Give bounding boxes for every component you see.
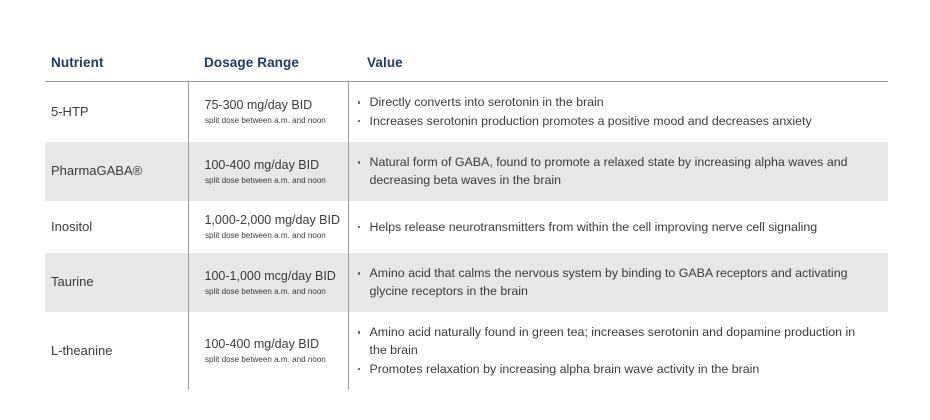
cell-nutrient: PharmaGABA®: [45, 142, 188, 202]
value-bullet-item: Amino acid naturally found in green tea;…: [357, 324, 875, 359]
value-bullet-item: Natural form of GABA, found to promote a…: [357, 154, 875, 189]
cell-dosage-range: 100-1,000 mcg/day BID split dose between …: [187, 253, 348, 313]
column-header-nutrient: Nutrient: [45, 55, 188, 82]
cell-nutrient: L-theanine: [45, 312, 188, 391]
cell-value: Amino acid that calms the nervous system…: [347, 253, 888, 313]
column-header-dosage-range: Dosage Range: [188, 55, 348, 82]
cell-dosage-range: 100-400 mg/day BID split dose between a.m…: [187, 142, 348, 202]
nutrient-name: PharmaGABA®: [51, 163, 143, 179]
dosage-note: split dose between a.m. and noon: [204, 174, 326, 185]
bullet-icon: [357, 367, 360, 371]
value-text: Natural form of GABA, found to promote a…: [369, 155, 848, 187]
table-row: Taurine 100-1,000 mcg/day BID split dose b…: [45, 253, 888, 313]
table-row: PharmaGABA® 100-400 mg/day BID split dose …: [45, 142, 888, 202]
bullet-icon: [357, 161, 360, 164]
cell-value: Natural form of GABA, found to promote a…: [347, 142, 888, 202]
dosage-note: split dose between a.m. and noon: [204, 114, 326, 125]
nutrient-dosage-table: Nutrient Dosage Range Value 5-HTP 75-300 …: [45, 55, 888, 391]
cell-value: Helps release neurotransmitters from wit…: [347, 201, 888, 254]
value-bullet-list: Amino acid that calms the nervous system…: [357, 265, 875, 300]
value-text: Helps release neurotransmitters from wit…: [369, 219, 818, 234]
value-text: Amino acid that calms the nervous system…: [369, 266, 848, 298]
value-text: Amino acid naturally found in green tea;…: [369, 325, 856, 358]
cell-value: Directly converts into serotonin in the …: [347, 81, 888, 143]
table-row: L-theanine 100-400 mg/day BID split dose b…: [45, 312, 888, 391]
bullet-icon: [357, 101, 360, 104]
value-text: Directly converts into serotonin in the …: [369, 95, 604, 109]
value-text: Promotes relaxation by increasing alpha …: [369, 361, 760, 376]
cell-value: Amino acid naturally found in green tea;…: [347, 312, 888, 391]
value-bullet-item: Amino acid that calms the nervous system…: [357, 265, 875, 300]
value-bullet-list: Amino acid naturally found in green tea;…: [357, 324, 875, 378]
value-bullet-list: Helps release neurotransmitters from wit…: [357, 219, 875, 237]
bullet-icon: [357, 331, 360, 334]
column-header-value: Value: [348, 55, 888, 82]
dosage-amount: 100-400 mg/day BID: [204, 337, 320, 352]
value-text: Increases serotonin production promotes …: [369, 113, 812, 128]
value-bullet-list: Natural form of GABA, found to promote a…: [357, 154, 875, 189]
dosage-amount: 75-300 mg/day BID: [204, 98, 313, 113]
value-bullet-item: Increases serotonin production promotes …: [357, 113, 875, 131]
nutrient-name: Taurine: [51, 274, 94, 290]
table-row: Inositol 1,000-2,000 mg/day BID split dose…: [45, 201, 888, 254]
dosage-amount: 100-1,000 mcg/day BID: [204, 268, 336, 283]
cell-dosage-range: 100-400 mg/day BID split dose between a.m…: [187, 312, 348, 391]
dosage-note: split dose between a.m. and noon: [204, 285, 326, 296]
value-bullet-list: Directly converts into serotonin in the …: [357, 94, 875, 130]
nutrient-name: L-theanine: [51, 342, 113, 358]
dosage-amount: 1,000-2,000 mg/day BID: [204, 213, 341, 228]
dosage-amount: 100-400 mg/day BID: [204, 157, 320, 172]
cell-dosage-range: 1,000-2,000 mg/day BID split dose between…: [187, 201, 348, 254]
table-header: Nutrient Dosage Range Value: [45, 55, 888, 82]
bullet-icon: [357, 225, 360, 229]
value-bullet-item: Helps release neurotransmitters from wit…: [357, 219, 875, 237]
bullet-icon: [357, 119, 360, 123]
value-bullet-item: Directly converts into serotonin in the …: [357, 94, 875, 112]
cell-nutrient: Inositol: [45, 201, 188, 254]
cell-nutrient: Taurine: [45, 253, 188, 313]
table-header-row: Nutrient Dosage Range Value: [45, 55, 888, 82]
dosage-note: split dose between a.m. and noon: [204, 354, 326, 365]
value-bullet-item: Promotes relaxation by increasing alpha …: [357, 361, 875, 379]
nutrient-name: 5-HTP: [51, 103, 89, 119]
bullet-icon: [357, 272, 360, 275]
dosage-note: split dose between a.m. and noon: [204, 230, 326, 241]
nutrient-name: Inositol: [51, 218, 93, 234]
cell-nutrient: 5-HTP: [45, 81, 188, 143]
